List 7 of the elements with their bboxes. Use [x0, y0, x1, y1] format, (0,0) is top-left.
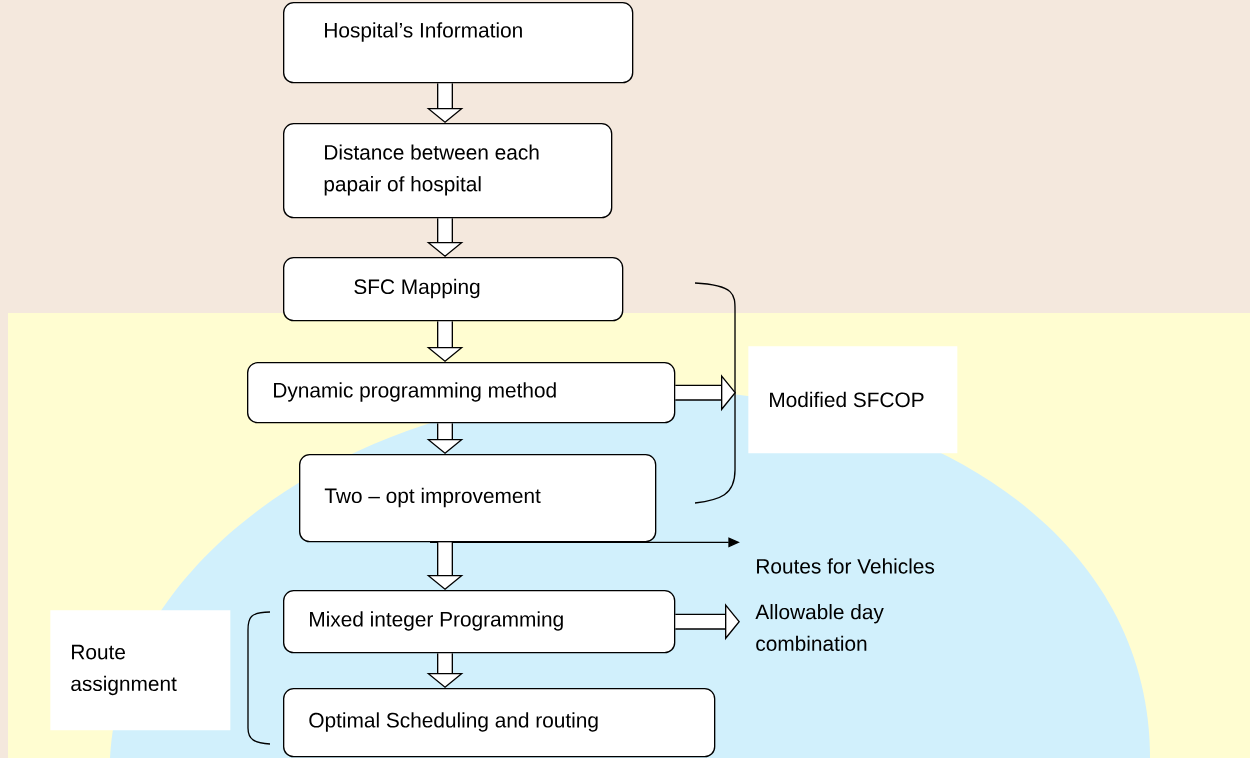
- note-box: Modified SFCOP: [748, 346, 958, 454]
- process-box: Distance between each papair of hospital: [283, 123, 613, 219]
- process-box: Hospital’s Information: [283, 2, 634, 84]
- output-label: Allowable day combination: [755, 604, 884, 651]
- output-label: Routes for Vehicles: [757, 558, 935, 574]
- process-box: Two – opt improvement: [299, 454, 657, 543]
- note-box: Route assignment: [50, 610, 231, 731]
